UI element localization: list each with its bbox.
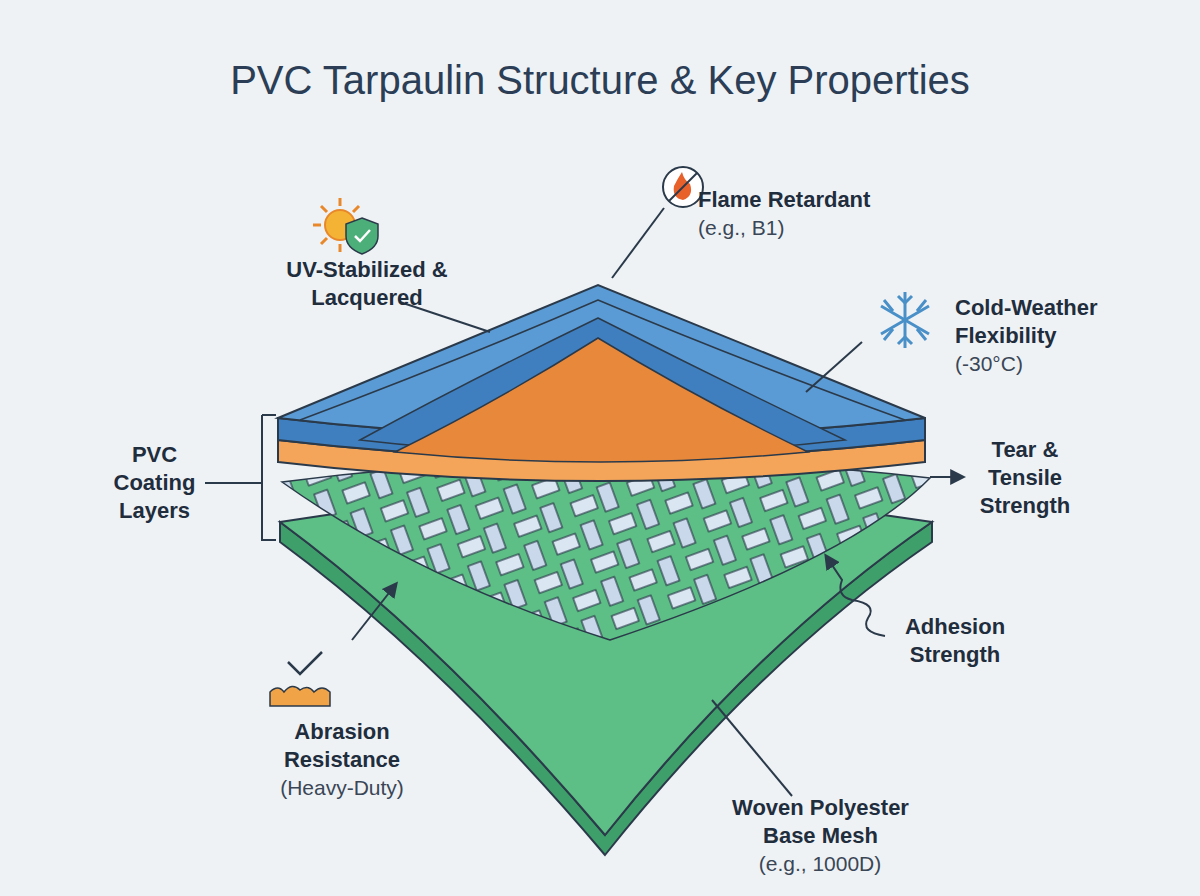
snowflake-icon	[881, 292, 929, 348]
check-mark	[288, 652, 322, 674]
adhesion-squiggle	[826, 556, 885, 636]
inner-orange	[395, 338, 808, 462]
property-note: (e.g., 1000D)	[730, 850, 910, 878]
property-label: Woven Polyester Base Mesh	[708, 794, 933, 850]
tear-arrow	[930, 476, 963, 478]
property-note: (Heavy-Duty)	[247, 774, 437, 802]
flame-icon	[663, 167, 703, 207]
property-label: PVC Coating Layers	[92, 441, 217, 525]
property-label: Adhesion Strength	[884, 613, 1026, 669]
leader-line	[612, 208, 664, 278]
leader-line	[806, 342, 862, 392]
property-label: UV-Stabilized & Lacquered	[282, 256, 452, 312]
coating-bracket	[205, 415, 276, 540]
abrasion-sample	[270, 686, 330, 706]
abrasion-arrow	[352, 584, 396, 640]
property-label: Cold-Weather Flexibility	[955, 294, 1140, 350]
woven-mesh	[282, 460, 930, 640]
property-label: Tear & Tensile Strength	[970, 436, 1080, 520]
property-note: (e.g., B1)	[698, 214, 898, 242]
property-note: (-30°C)	[955, 350, 1105, 378]
layer-curve	[300, 300, 905, 420]
diagram-title: PVC Tarpaulin Structure & Key Properties	[0, 58, 1200, 103]
uv-icon	[313, 198, 378, 254]
property-label: Flame Retardant	[698, 186, 958, 214]
leader-line	[712, 700, 792, 796]
property-label: Abrasion Resistance	[266, 718, 418, 774]
